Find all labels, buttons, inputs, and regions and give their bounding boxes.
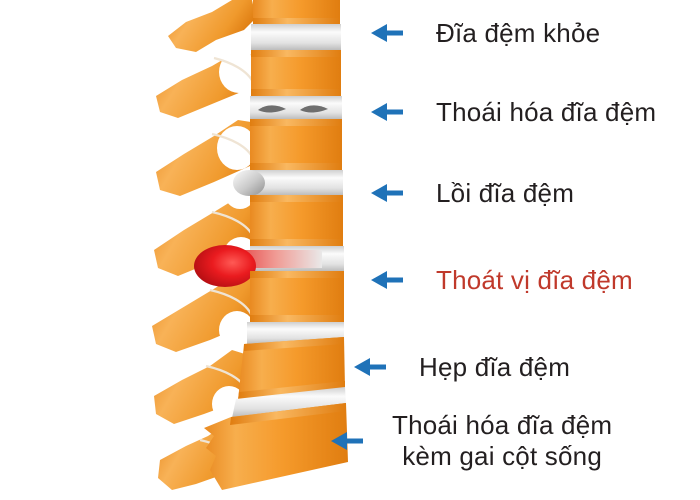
disc-bulging — [233, 170, 343, 196]
left-arrow-icon — [371, 24, 403, 43]
callout-healthy-disc: Đĩa đệm khỏe — [370, 18, 600, 49]
disc-herniated — [194, 245, 344, 287]
callout-label-degeneration-with-bone-spur: Thoái hóa đĩa đệm kèm gai cột sống — [392, 410, 612, 471]
callout-disc-narrowing: Hẹp đĩa đệm — [353, 352, 570, 383]
left-arrow-icon — [371, 184, 403, 203]
spine-illustration — [152, 0, 348, 490]
disc-degenerated-with-spur — [232, 387, 346, 418]
left-arrow-icon — [331, 431, 363, 450]
vertebral-bodies — [194, 0, 348, 490]
vertebra-with-osteophytes — [204, 403, 348, 490]
callout-label-disc-degeneration: Thoái hóa đĩa đệm — [436, 97, 657, 127]
callout-disc-degeneration: Thoái hóa đĩa đệm — [370, 97, 656, 128]
callout-disc-bulge: Lồi đĩa đệm — [370, 178, 574, 209]
callout-disc-herniation: Thoát vị đĩa đệm — [370, 265, 633, 296]
callout-degeneration-with-bone-spur: Thoái hóa đĩa đệm kèm gai cột sống — [330, 410, 612, 471]
callout-label-disc-narrowing: Hẹp đĩa đệm — [419, 352, 571, 382]
disc-degenerated — [250, 96, 342, 120]
callout-label-disc-bulge: Lồi đĩa đệm — [436, 178, 575, 208]
disc-healthy — [251, 24, 341, 51]
callout-label-disc-herniation: Thoát vị đĩa đệm — [436, 265, 633, 295]
left-arrow-icon — [371, 271, 403, 290]
left-arrow-icon — [371, 103, 403, 122]
callout-label-line-1: Thoái hóa đĩa đệm — [392, 410, 613, 440]
callout-label-line-2: kèm gai cột sống — [402, 440, 602, 471]
callout-label-healthy-disc: Đĩa đệm khỏe — [436, 18, 601, 48]
herniation-bulge — [194, 245, 256, 287]
left-arrow-icon — [354, 358, 386, 377]
